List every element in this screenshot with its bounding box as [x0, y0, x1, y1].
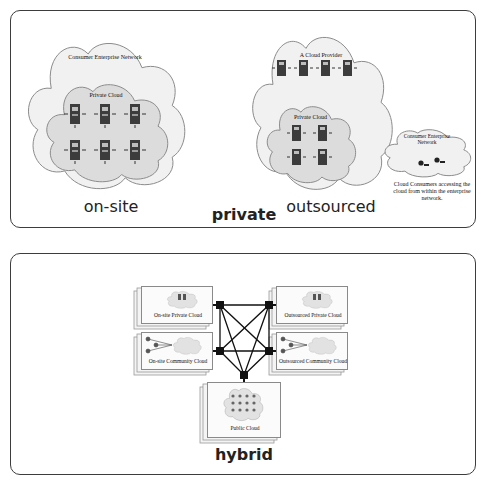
cloud-box: On-site Private Cloud	[141, 286, 213, 324]
cloud-outline	[381, 123, 473, 179]
public-consumers	[231, 394, 255, 411]
cloud-outline	[41, 71, 171, 186]
group-panel: privateConsumer Enterprise Networkon-sit…	[10, 10, 476, 228]
cloud-box: Public Cloud	[207, 382, 281, 438]
cloud-label: Outsourced Community Cloud	[279, 358, 347, 364]
enterprise-cloud: Consumer Enterprise NetworkCloud Consume…	[381, 123, 473, 179]
cloud-label: On-site Private Cloud	[144, 312, 212, 318]
private-members	[178, 294, 321, 300]
server-icons	[64, 60, 357, 165]
private-cloud: Private Cloud	[263, 96, 358, 186]
community-members	[146, 337, 307, 353]
connector-line	[213, 304, 276, 305]
group-caption: hybrid	[194, 446, 294, 464]
port-stub	[269, 350, 276, 352]
connector-line	[269, 305, 276, 351]
port-square	[265, 347, 273, 355]
connector-line	[213, 305, 276, 351]
port-stub	[213, 350, 220, 352]
port-square	[216, 347, 224, 355]
connector-line	[213, 351, 244, 382]
private-cloud: Private Cloud	[41, 71, 171, 186]
cloud-label: Outsourced Private Cloud	[279, 312, 347, 318]
cloud-label: Cloud Consumers accessing the cloud from…	[389, 181, 475, 202]
connector-line	[213, 305, 220, 351]
port-square	[216, 301, 224, 309]
connector-line	[244, 351, 276, 382]
group-panel: hybrid On-site Private Cloud Outsourced Pr…	[10, 253, 476, 475]
group-caption: private	[194, 206, 294, 224]
connector-line	[213, 350, 276, 351]
enterprise-cloud: Consumer Enterprise Networkon-sitePrivat…	[21, 23, 189, 195]
cloud-box: On-site Community Cloud	[141, 332, 213, 370]
cloud-label: Consumer Enterprise Network	[45, 54, 165, 61]
cloud-label: Private Cloud	[275, 114, 346, 121]
cloud-box: Outsourced Community Cloud	[276, 332, 348, 370]
port-stub	[243, 375, 245, 382]
cloud-box: Outsourced Private Cloud	[276, 286, 348, 324]
cloud-label: A Cloud Provider	[271, 52, 371, 59]
cloud-outline	[263, 96, 358, 186]
port-square	[265, 301, 273, 309]
hybrid-cloud-icons	[167, 291, 336, 420]
cloud-label: Private Cloud	[56, 92, 156, 99]
group-caption: outsourced	[271, 198, 391, 216]
port-stub	[213, 304, 220, 306]
provider-cloud: A Cloud ProvideroutsourcedPrivate Cloud	[246, 16, 396, 196]
cloud-label: Consumer Enterprise Network	[397, 133, 457, 146]
cloud-label: Public Cloud	[210, 425, 280, 431]
consumer-computers	[418, 157, 445, 166]
port-stub	[269, 304, 276, 306]
connector-line	[213, 305, 244, 382]
cloud-label: On-site Community Cloud	[144, 358, 212, 364]
connector-line	[244, 305, 276, 382]
port-square	[240, 371, 248, 379]
connector-line	[213, 305, 276, 351]
group-caption: on-site	[51, 198, 171, 216]
